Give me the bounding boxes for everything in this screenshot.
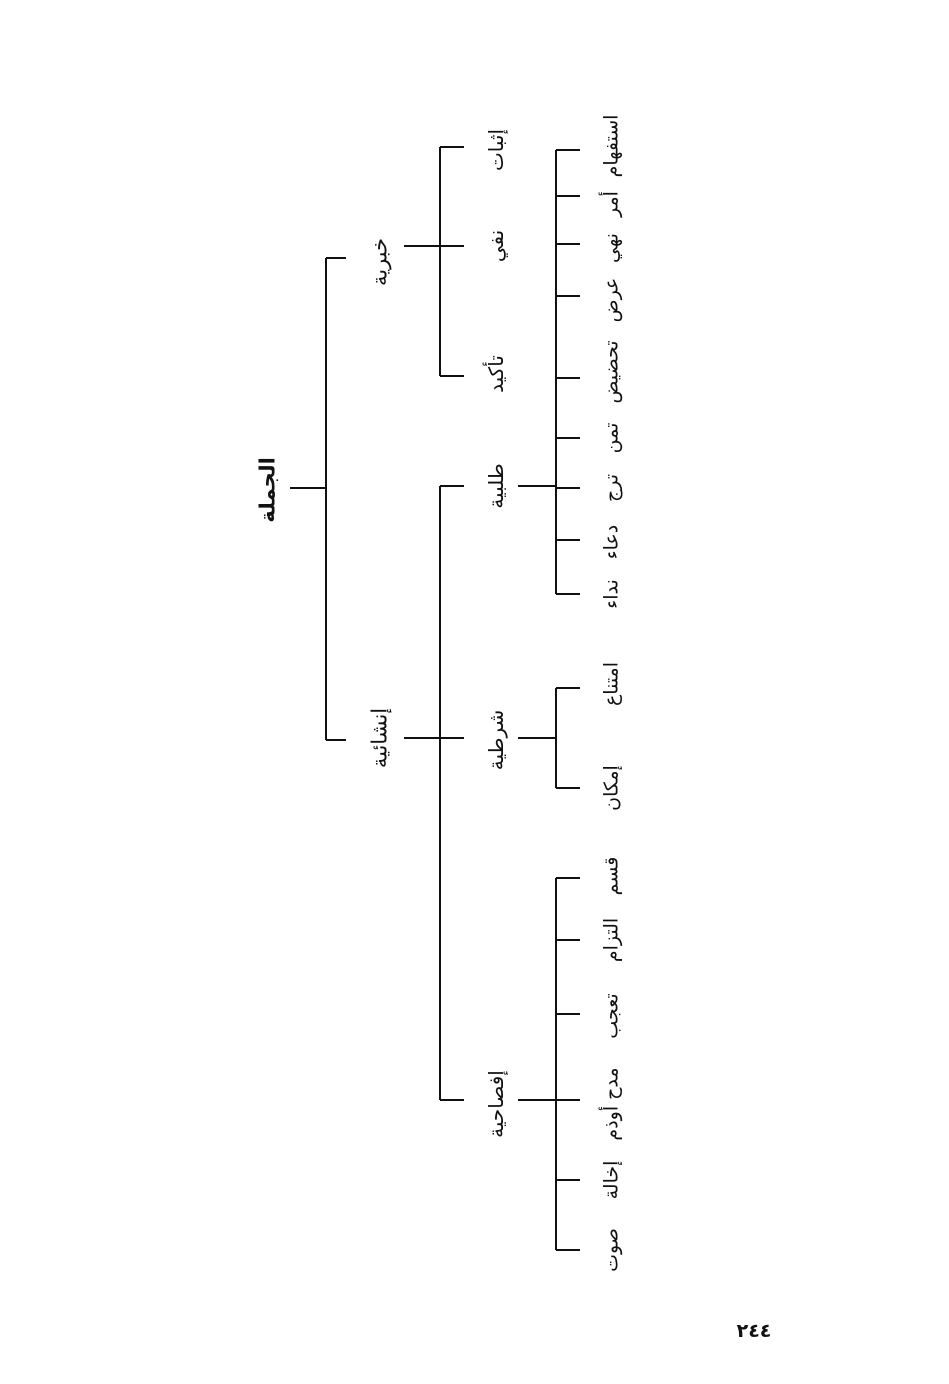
page-number: ٢٤٤ xyxy=(736,1320,772,1342)
leaf-madh-aw-dhamm: مدح أوذم xyxy=(600,1067,623,1141)
node-takid: تأكيد xyxy=(484,355,508,393)
leaf-istifham: استفهام xyxy=(600,114,623,178)
leaf-imkan: إمكان xyxy=(600,765,623,811)
leaf-ard: عرض xyxy=(600,277,623,323)
leaf-iltizam: التزام xyxy=(600,917,623,963)
node-nafy: نفي xyxy=(484,229,508,263)
node-inshaiyya: إنشائية xyxy=(367,707,392,769)
node-khabariyya: خبرية xyxy=(367,237,392,287)
node-talabiyya: طلبية xyxy=(484,463,508,509)
node-ithbat: إثبات xyxy=(484,128,508,172)
leaf-tamanni: تمن xyxy=(600,422,623,454)
node-ifsahiyya: إفصاحية xyxy=(484,1070,508,1138)
leaf-dua: دعاء xyxy=(600,524,623,560)
leaf-qasam: قسم xyxy=(600,856,623,896)
leaf-imtina: امتناع xyxy=(600,661,623,707)
node-root: الجملة xyxy=(255,457,280,523)
leaf-nahy: نهي xyxy=(600,233,623,263)
leaf-sawt: صوت xyxy=(600,1228,623,1272)
leaf-amr: أمر xyxy=(600,191,623,217)
leaf-taajjub: تعجب xyxy=(600,993,623,1039)
leaf-nida: نداء xyxy=(600,579,623,609)
leaf-tarajji: ترج xyxy=(600,473,623,503)
leaf-tahdid: تحضيض xyxy=(600,340,623,404)
leaf-ikhala: إخالة xyxy=(600,1160,623,1200)
node-shartiyya: شرطية xyxy=(484,709,508,771)
